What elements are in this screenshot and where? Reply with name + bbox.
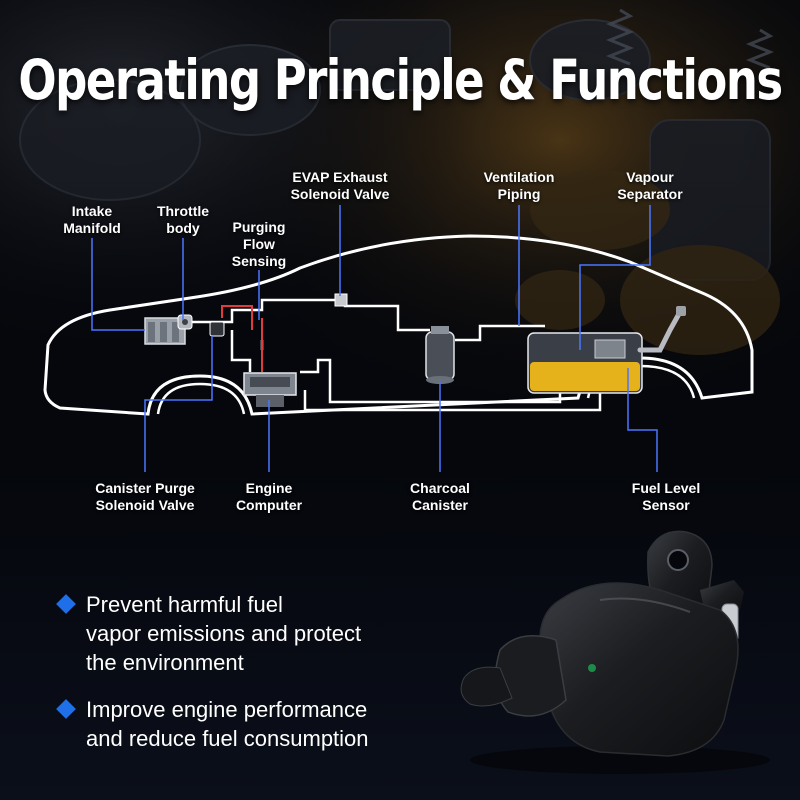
page-title: Operating Principle & Functions	[18, 48, 783, 113]
intake-manifold-part	[144, 317, 186, 345]
diamond-bullet-icon	[56, 699, 76, 719]
purge-valve-part	[209, 321, 225, 337]
car-outline	[43, 234, 754, 416]
signal-wire	[221, 305, 263, 372]
front-wheel	[156, 382, 246, 415]
throttle-body-part	[177, 314, 193, 330]
engine-computer-part	[243, 372, 297, 407]
leader-lines	[91, 205, 658, 472]
evap-valve-part	[334, 293, 348, 307]
charcoal-canister-part	[425, 326, 455, 384]
diamond-bullet-icon	[56, 594, 76, 614]
fuel-tank-part	[527, 306, 686, 394]
fuel-vapor-piping	[188, 298, 602, 412]
